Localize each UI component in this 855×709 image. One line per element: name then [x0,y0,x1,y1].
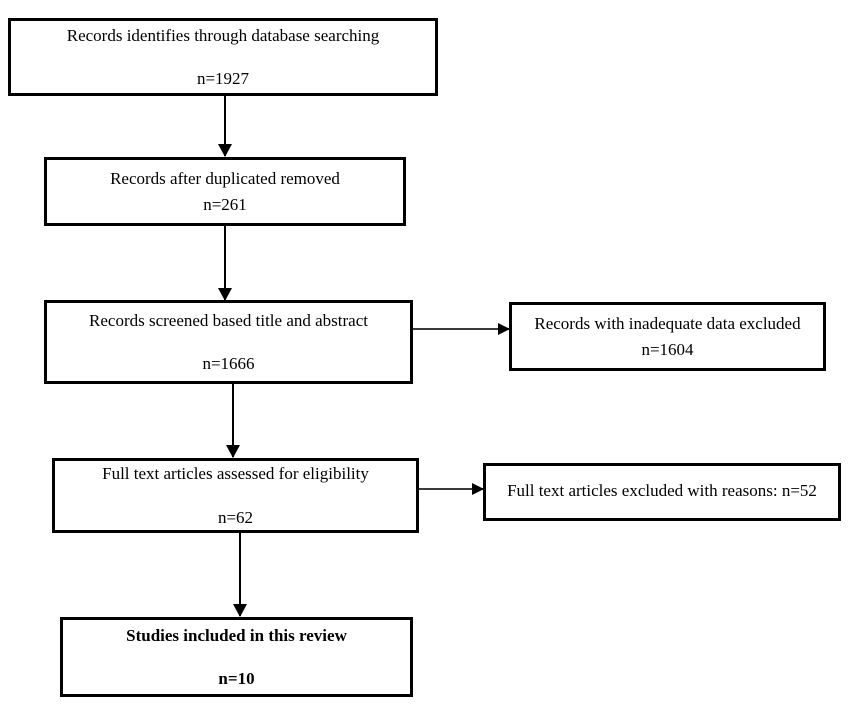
node-full-text-assessed-title: Full text articles assessed for eligibil… [102,464,369,484]
node-records-identified-title: Records identifies through database sear… [66,25,380,45]
edge-identified-to-duplicates [218,96,232,157]
node-records-excluded-count: n=1604 [641,339,694,359]
node-studies-included: Studies included in this review n=10 [60,617,413,697]
node-full-text-assessed-count: n=62 [217,507,254,527]
node-studies-included-title: Studies included in this review [126,625,347,645]
node-full-text-assessed: Full text articles assessed for eligibil… [52,458,419,533]
arrow-down-icon [218,144,232,157]
node-full-text-excluded: Full text articles excluded with reasons… [483,463,841,521]
edge-fulltext-to-excluded [419,483,484,495]
arrow-down-icon [218,288,232,301]
node-records-screened-count: n=1666 [202,354,255,373]
node-records-after-duplicates-count: n=261 [203,194,247,214]
edge-screened-to-fulltext [226,384,240,458]
edge-screened-to-excluded [413,323,510,335]
node-records-screened-title: Records screened based title and abstrac… [89,310,368,330]
node-records-after-duplicates-title: Records after duplicated removed [110,169,340,189]
node-records-excluded-title: Records with inadequate data excluded [534,314,801,334]
node-records-identified-count: n=1927 [196,69,250,88]
node-records-identified: Records identifies through database sear… [8,18,438,96]
arrow-right-icon [472,483,484,495]
edge-fulltext-to-included [233,533,247,617]
edge-duplicates-to-screened [218,226,232,301]
arrow-right-icon [498,323,510,335]
node-records-excluded: Records with inadequate data excluded n=… [509,302,826,371]
node-full-text-excluded-title: Full text articles excluded with reasons… [507,481,817,500]
arrow-down-icon [226,445,240,458]
node-records-after-duplicates: Records after duplicated removed n=261 [44,157,406,226]
arrow-down-icon [233,604,247,617]
node-records-screened: Records screened based title and abstrac… [44,300,413,384]
node-studies-included-count: n=10 [218,669,255,688]
